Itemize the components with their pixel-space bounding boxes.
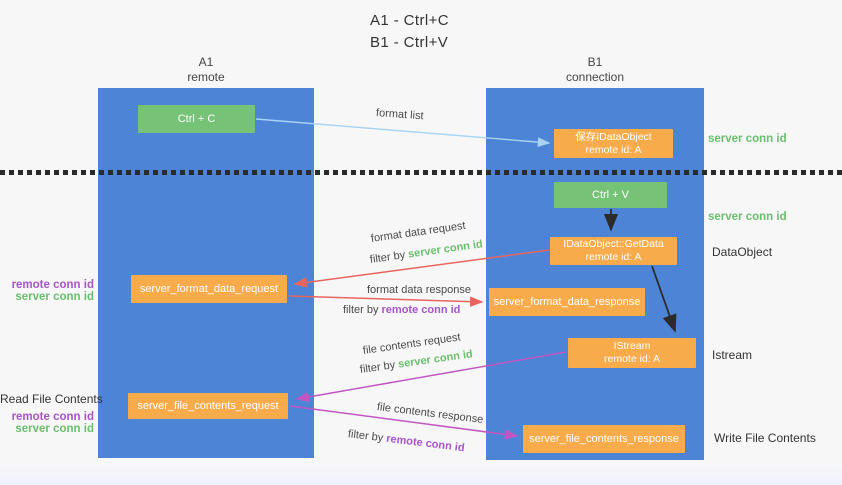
format-data-response-arrow bbox=[288, 295, 484, 307]
istream-side-label: Istream bbox=[712, 348, 753, 362]
file-request-conn-ids: remote conn id server conn id bbox=[0, 411, 94, 435]
format-data-request-label: format data request bbox=[370, 219, 467, 245]
save-dataobject-remote-id: remote id: A bbox=[585, 143, 642, 156]
copy-paste-separator bbox=[0, 170, 842, 175]
remote-conn-id-left-label: remote conn id bbox=[11, 411, 94, 423]
format-data-response-filter-label: filter by remote conn id bbox=[343, 304, 460, 316]
server-conn-id-left-label: server conn id bbox=[15, 423, 94, 435]
lifeline-header-b1: B1 connection bbox=[486, 55, 704, 85]
file-contents-response-filter-label: filter by remote conn id bbox=[347, 428, 465, 454]
format-data-response-label: format data response bbox=[367, 284, 471, 296]
getdata-title: IDataObject::GetData bbox=[563, 238, 664, 250]
save-dataobject-title: 保存IDataObject bbox=[575, 130, 652, 143]
lifeline-b1-name: B1 bbox=[587, 55, 603, 69]
file-request-label: server_file_contents_request bbox=[137, 399, 279, 412]
lifeline-b1-role: connection bbox=[565, 70, 625, 84]
diagram-title: A1 - Ctrl+C B1 - Ctrl+V bbox=[370, 10, 449, 54]
lifeline-a1-name: A1 bbox=[198, 55, 214, 69]
format-request-conn-ids: remote conn id server conn id bbox=[0, 279, 94, 303]
istream-remote-id: remote id: A bbox=[603, 353, 661, 365]
read-file-contents-label: Read File Contents bbox=[0, 392, 103, 406]
format-response-node: server_format_data_response bbox=[489, 288, 645, 316]
lifeline-header-a1: A1 remote bbox=[98, 55, 314, 85]
dataobject-label: DataObject bbox=[712, 245, 773, 259]
file-contents-response-label: file contents response bbox=[376, 401, 484, 426]
filter-by-text: filter by bbox=[369, 249, 406, 266]
ctrl-v-node: Ctrl + V bbox=[554, 182, 667, 208]
title-line-2: B1 - Ctrl+V bbox=[370, 34, 449, 51]
save-dataobject-node: 保存IDataObject remote id: A bbox=[554, 129, 673, 158]
ctrl-c-node: Ctrl + C bbox=[138, 105, 255, 133]
file-response-label: server_file_contents_response bbox=[529, 432, 679, 445]
filter-by-text: filter by bbox=[347, 428, 384, 445]
server-conn-id-left-label: server conn id bbox=[15, 291, 94, 303]
istream-node: IStream remote id: A bbox=[568, 338, 696, 368]
file-response-node: server_file_contents_response bbox=[523, 425, 685, 453]
server-conn-id-mid-label: server conn id bbox=[708, 211, 787, 223]
format-request-label: server_format_data_request bbox=[139, 282, 279, 295]
format-response-label: server_format_data_response bbox=[493, 295, 641, 308]
format-request-node: server_format_data_request bbox=[131, 275, 287, 303]
istream-title: IStream bbox=[613, 340, 651, 352]
remote-conn-id-left-label: remote conn id bbox=[11, 279, 94, 291]
ctrl-c-label: Ctrl + C bbox=[177, 112, 216, 125]
lifeline-a1-role: remote bbox=[187, 70, 225, 84]
remote-conn-id-text: remote conn id bbox=[381, 304, 461, 316]
file-request-node: server_file_contents_request bbox=[128, 393, 288, 419]
getdata-remote-id: remote id: A bbox=[585, 251, 642, 263]
server-conn-id-top-label: server conn id bbox=[708, 133, 787, 145]
ctrl-v-label: Ctrl + V bbox=[592, 188, 629, 201]
server-conn-id-text: server conn id bbox=[407, 238, 484, 261]
filter-by-text: filter by bbox=[343, 304, 379, 316]
getdata-node: IDataObject::GetData remote id: A bbox=[550, 237, 677, 265]
filter-by-text: filter by bbox=[359, 359, 396, 376]
title-line-1: A1 - Ctrl+C bbox=[370, 12, 449, 29]
remote-conn-id-text: remote conn id bbox=[385, 432, 466, 455]
server-conn-id-text: server conn id bbox=[397, 348, 474, 371]
format-list-label: format list bbox=[375, 107, 424, 123]
write-file-contents-label: Write File Contents bbox=[714, 431, 816, 445]
